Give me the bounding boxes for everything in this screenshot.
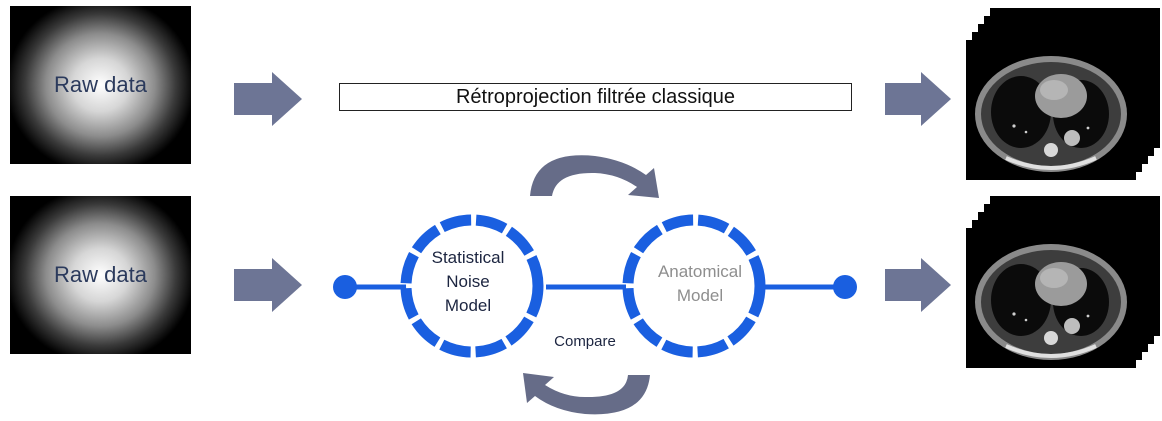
raw-data-label: Raw data — [54, 72, 147, 97]
fbp-label-box: Rétroprojection filtrée classique — [339, 83, 852, 111]
anatomical-model-label-2: Model — [677, 286, 723, 305]
anatomical-model-circle — [622, 214, 766, 358]
right-arrow-icon — [234, 72, 302, 126]
start-node-dot — [333, 275, 357, 299]
ct-scan-stack-icon — [966, 8, 1160, 180]
statistical-noise-label-2: Noise — [446, 272, 489, 291]
curved-arrow-icon — [530, 155, 659, 198]
statistical-noise-circle — [400, 214, 544, 358]
raw-data-label: Raw data — [54, 262, 147, 287]
end-node-dot — [833, 275, 857, 299]
raw-data-panel-bottom: Raw data — [10, 196, 191, 354]
right-arrow-icon — [234, 258, 302, 312]
ct-scan-stack-icon — [966, 196, 1160, 368]
compare-label: Compare — [554, 333, 616, 350]
raw-data-panel-top: Raw data — [10, 6, 191, 164]
right-arrow-icon — [885, 258, 951, 312]
anatomical-model-label-1: Anatomical — [658, 262, 742, 281]
statistical-noise-label-1: Statistical — [432, 248, 505, 267]
curved-arrow-icon — [523, 373, 650, 415]
right-arrow-icon — [885, 72, 951, 126]
statistical-noise-label-3: Model — [445, 296, 491, 315]
